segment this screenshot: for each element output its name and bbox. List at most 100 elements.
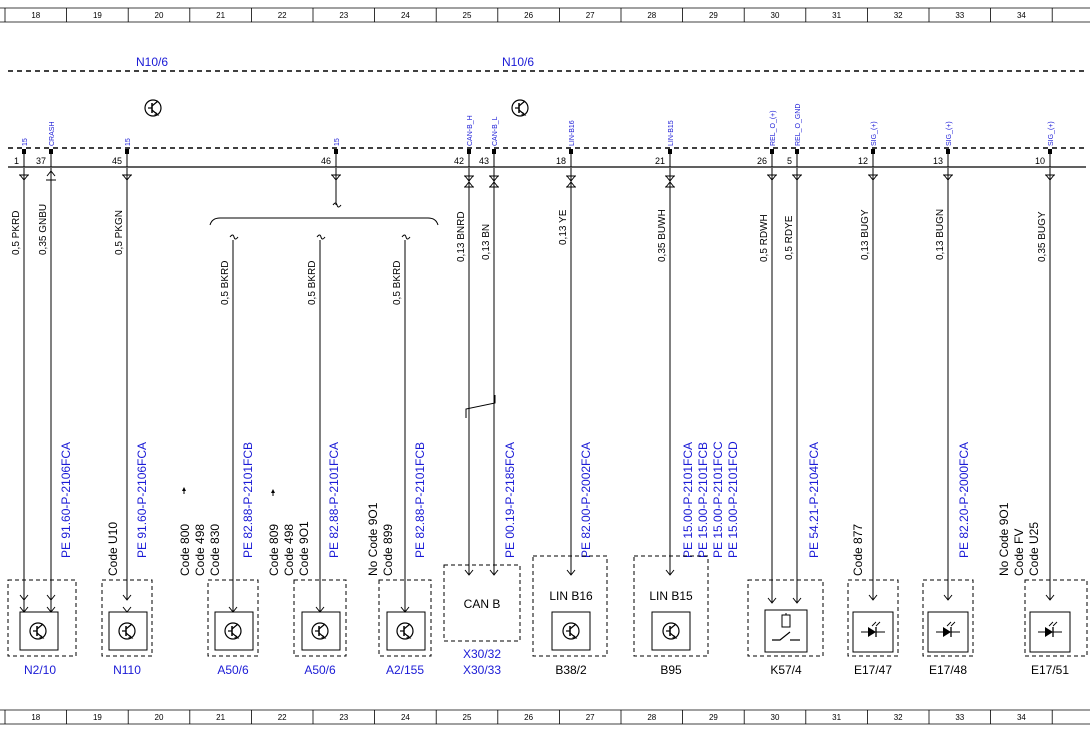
pin-number: 12 xyxy=(858,156,868,166)
component-boundary xyxy=(633,555,709,657)
can-bus-label: CAN B xyxy=(464,597,501,611)
pin-signal-label: REL_O_GND xyxy=(795,104,802,146)
pin-terminal xyxy=(569,149,573,154)
option-code-label: Code FV xyxy=(1012,529,1026,576)
wire-branch-tilde xyxy=(401,234,411,240)
pin-terminal xyxy=(334,149,338,154)
grid-number: 30 xyxy=(771,11,780,20)
pin-signal-label: LIN-B16 xyxy=(569,120,576,146)
option-code-label: Code U25 xyxy=(1027,522,1041,576)
grid-number: 24 xyxy=(401,713,410,722)
pin-number: 37 xyxy=(36,156,46,166)
document-reference: PE 15.00-P-2101FCA xyxy=(681,442,695,558)
grid-number: 24 xyxy=(401,11,410,20)
grid-number: 33 xyxy=(955,11,964,20)
component-boundary xyxy=(443,564,521,642)
option-code-label: Code 498 xyxy=(193,524,207,576)
grid-number: 22 xyxy=(278,11,287,20)
component-boundary xyxy=(847,579,899,657)
wire-arrow-down xyxy=(122,606,132,613)
led-icon xyxy=(860,621,886,638)
pin-terminal xyxy=(492,149,496,154)
pin-terminal xyxy=(668,149,672,154)
component-designation: B38/2 xyxy=(555,663,587,677)
grid-number: 29 xyxy=(709,713,718,722)
wire-arrow-down xyxy=(868,594,878,601)
document-reference: PE 00.19-P-2185FCA xyxy=(503,442,517,558)
document-reference: PE 15.00-P-2101FCC xyxy=(711,441,725,558)
document-reference: PE 15.00-P-2101FCB xyxy=(696,442,710,558)
component-designation: A50/6 xyxy=(304,663,336,677)
document-reference: PE 82.88-P-2101FCB xyxy=(413,442,427,558)
option-code-label: Code 498 xyxy=(282,524,296,576)
component-boundary xyxy=(293,579,347,657)
component-designation: N110 xyxy=(113,663,141,677)
transistor-icon xyxy=(311,622,329,640)
transistor-icon xyxy=(662,622,680,640)
pin-terminal xyxy=(770,149,774,154)
document-reference: PE 91.60-P-2106FCA xyxy=(135,442,149,558)
component-symbol-frame xyxy=(764,609,808,653)
wire-arrow-down xyxy=(566,569,576,576)
grid-number: 26 xyxy=(524,11,533,20)
pin-terminal xyxy=(22,149,26,154)
grid-number: 22 xyxy=(278,713,287,722)
component-designation: X30/33 xyxy=(463,663,501,677)
transistor-icon xyxy=(396,622,414,640)
grid-number: 20 xyxy=(155,713,164,722)
option-code-label: No Code 9O1 xyxy=(366,502,380,576)
wire-branch-tilde xyxy=(332,202,342,208)
pin-terminal xyxy=(871,149,875,154)
component-symbol-frame xyxy=(214,611,254,651)
document-reference: PE 82.00-P-2002FCA xyxy=(579,442,593,558)
grid-number: 21 xyxy=(216,713,225,722)
pin-signal-label: SIG_(+) xyxy=(871,121,878,146)
pin-signal-label: CAN-B_L xyxy=(492,116,499,146)
component-symbol-frame xyxy=(927,611,969,653)
grid-number: 28 xyxy=(647,11,656,20)
wire-arrow-down xyxy=(1045,174,1055,181)
grid-number: 31 xyxy=(832,11,841,20)
wire-arrow-down xyxy=(489,175,499,182)
pin-terminal xyxy=(795,149,799,154)
ecu-transistor-icon xyxy=(144,99,162,117)
pin-number: 18 xyxy=(556,156,566,166)
pin-terminal xyxy=(49,149,53,154)
pin-terminal xyxy=(946,149,950,154)
component-designation: X30/32 xyxy=(463,647,501,661)
component-boundary xyxy=(922,579,974,657)
wire-gauge-color-label: 0,35 GNBU xyxy=(38,204,49,255)
pin-terminal xyxy=(467,149,471,154)
connector-label-left: N10/6 xyxy=(136,55,168,69)
wire-arrow-down xyxy=(331,174,341,181)
code-branch-arrowhead xyxy=(182,487,186,491)
component-designation: A50/6 xyxy=(217,663,249,677)
option-code-label: No Code 9O1 xyxy=(997,502,1011,576)
grid-number: 18 xyxy=(31,713,40,722)
relay-switch-icon xyxy=(772,631,791,641)
option-code-label: Code 899 xyxy=(381,524,395,576)
grid-number: 23 xyxy=(339,713,348,722)
pin-signal-label: CAN-B_H xyxy=(467,115,474,146)
wire-gauge-color-label: 0,5 BKRD xyxy=(220,261,231,305)
grid-number: 19 xyxy=(93,11,102,20)
wire-arrow-down xyxy=(566,175,576,182)
pin-number: 46 xyxy=(321,156,331,166)
component-symbol-frame xyxy=(19,611,59,651)
pin-signal-label: SIG_(+) xyxy=(1048,121,1055,146)
document-reference: PE 54.21-P-2104FCA xyxy=(807,442,821,558)
pin-signal-label: CRASH xyxy=(49,121,56,146)
component-designation: E17/48 xyxy=(929,663,967,677)
top-grid xyxy=(0,7,1090,23)
component-boundary xyxy=(101,579,153,657)
pin-number: 26 xyxy=(757,156,767,166)
component-symbol-frame xyxy=(108,611,148,651)
option-code-label: Code 830 xyxy=(208,524,222,576)
component-designation: N2/10 xyxy=(24,663,56,677)
grid-number: 30 xyxy=(771,713,780,722)
lin-bus-label: LIN B16 xyxy=(549,589,593,603)
code-branch-arrowhead xyxy=(271,489,275,493)
transistor-icon xyxy=(562,622,580,640)
wire-arrow-down xyxy=(665,569,675,576)
